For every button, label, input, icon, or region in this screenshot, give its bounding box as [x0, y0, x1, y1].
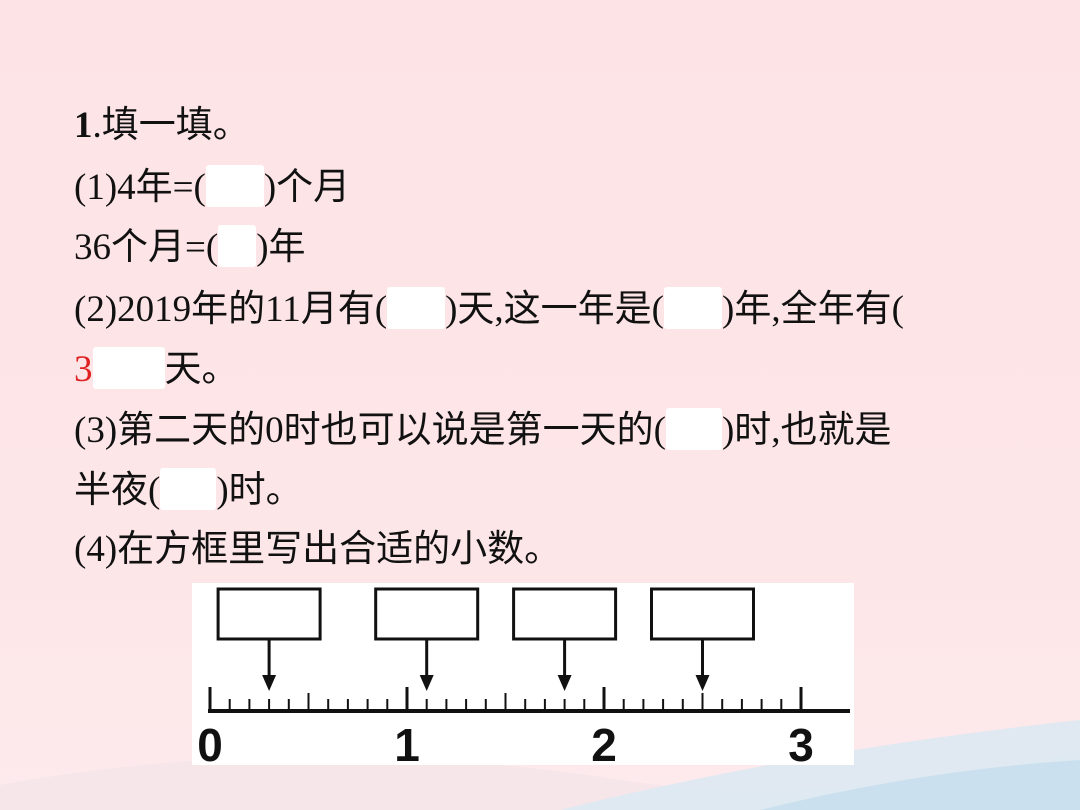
answer-box-3 [512, 587, 618, 641]
answer-box-1 [216, 587, 322, 641]
part2-line-1: (2)2019年的11月有( )天,这一年是( )年,全年有( [74, 287, 904, 332]
answer-blank[interactable] [387, 287, 446, 329]
part1-line-b: 36个月=( )年 [74, 225, 306, 270]
tick-label-3: 3 [788, 719, 814, 765]
answer-blank[interactable] [160, 468, 217, 510]
arrow-head-2 [419, 675, 434, 691]
part1a-suffix: )个月 [263, 167, 351, 208]
part2-prefix: (2)2019年的11月有( [74, 289, 388, 330]
part1b-prefix: 36个月=( [74, 227, 219, 268]
part1b-suffix: )年 [256, 227, 306, 268]
answer-box-4 [650, 587, 755, 641]
answer-blank[interactable] [218, 225, 257, 267]
question-title: 1.填一填。 [74, 104, 250, 148]
part3-prefix: (3)第二天的0时也可以说是第一天的( [74, 410, 666, 451]
part2-suffix: 天。 [164, 349, 239, 390]
number-line-figure: 0 1 2 3 [192, 583, 854, 765]
part3-line-2: 半夜( )时。 [74, 468, 303, 513]
tick-label-2: 2 [591, 719, 617, 765]
number-line-svg: 0 1 2 3 [197, 587, 850, 765]
part2-line-2: 3 天。 [74, 347, 239, 392]
part3-suffix: )时。 [216, 470, 303, 511]
part1a-prefix: (1)4年=( [74, 167, 206, 208]
tick-label-0: 0 [197, 719, 223, 765]
arrow-head-1 [262, 675, 277, 691]
question-title-text: .填一填。 [92, 105, 250, 146]
part2-mid2: )年,全年有( [722, 289, 904, 330]
part1-line-a: (1)4年=( )个月 [74, 165, 350, 210]
answer-blank[interactable] [92, 347, 165, 389]
arrow-head-3 [557, 675, 572, 691]
part4-text: (4)在方框里写出合适的小数。 [74, 529, 562, 570]
question-number: 1 [74, 105, 93, 146]
arrow-head-4 [695, 675, 710, 691]
answer-box-2 [374, 587, 480, 641]
part2-mid1: )天,这一年是( [445, 289, 664, 330]
part4-line: (4)在方框里写出合适的小数。 [74, 528, 561, 572]
decorative-wave [0, 720, 1080, 810]
answer-blank[interactable] [664, 287, 722, 329]
part3-line2-prefix: 半夜( [74, 470, 161, 511]
part3-line-1: (3)第二天的0时也可以说是第一天的( )时,也就是 [74, 408, 892, 453]
answer-blank[interactable] [665, 408, 722, 450]
part3-mid: )时,也就是 [721, 410, 892, 451]
answer-blank[interactable] [205, 165, 264, 207]
red-answer-digit: 3 [74, 349, 93, 390]
tick-label-1: 1 [394, 719, 420, 765]
